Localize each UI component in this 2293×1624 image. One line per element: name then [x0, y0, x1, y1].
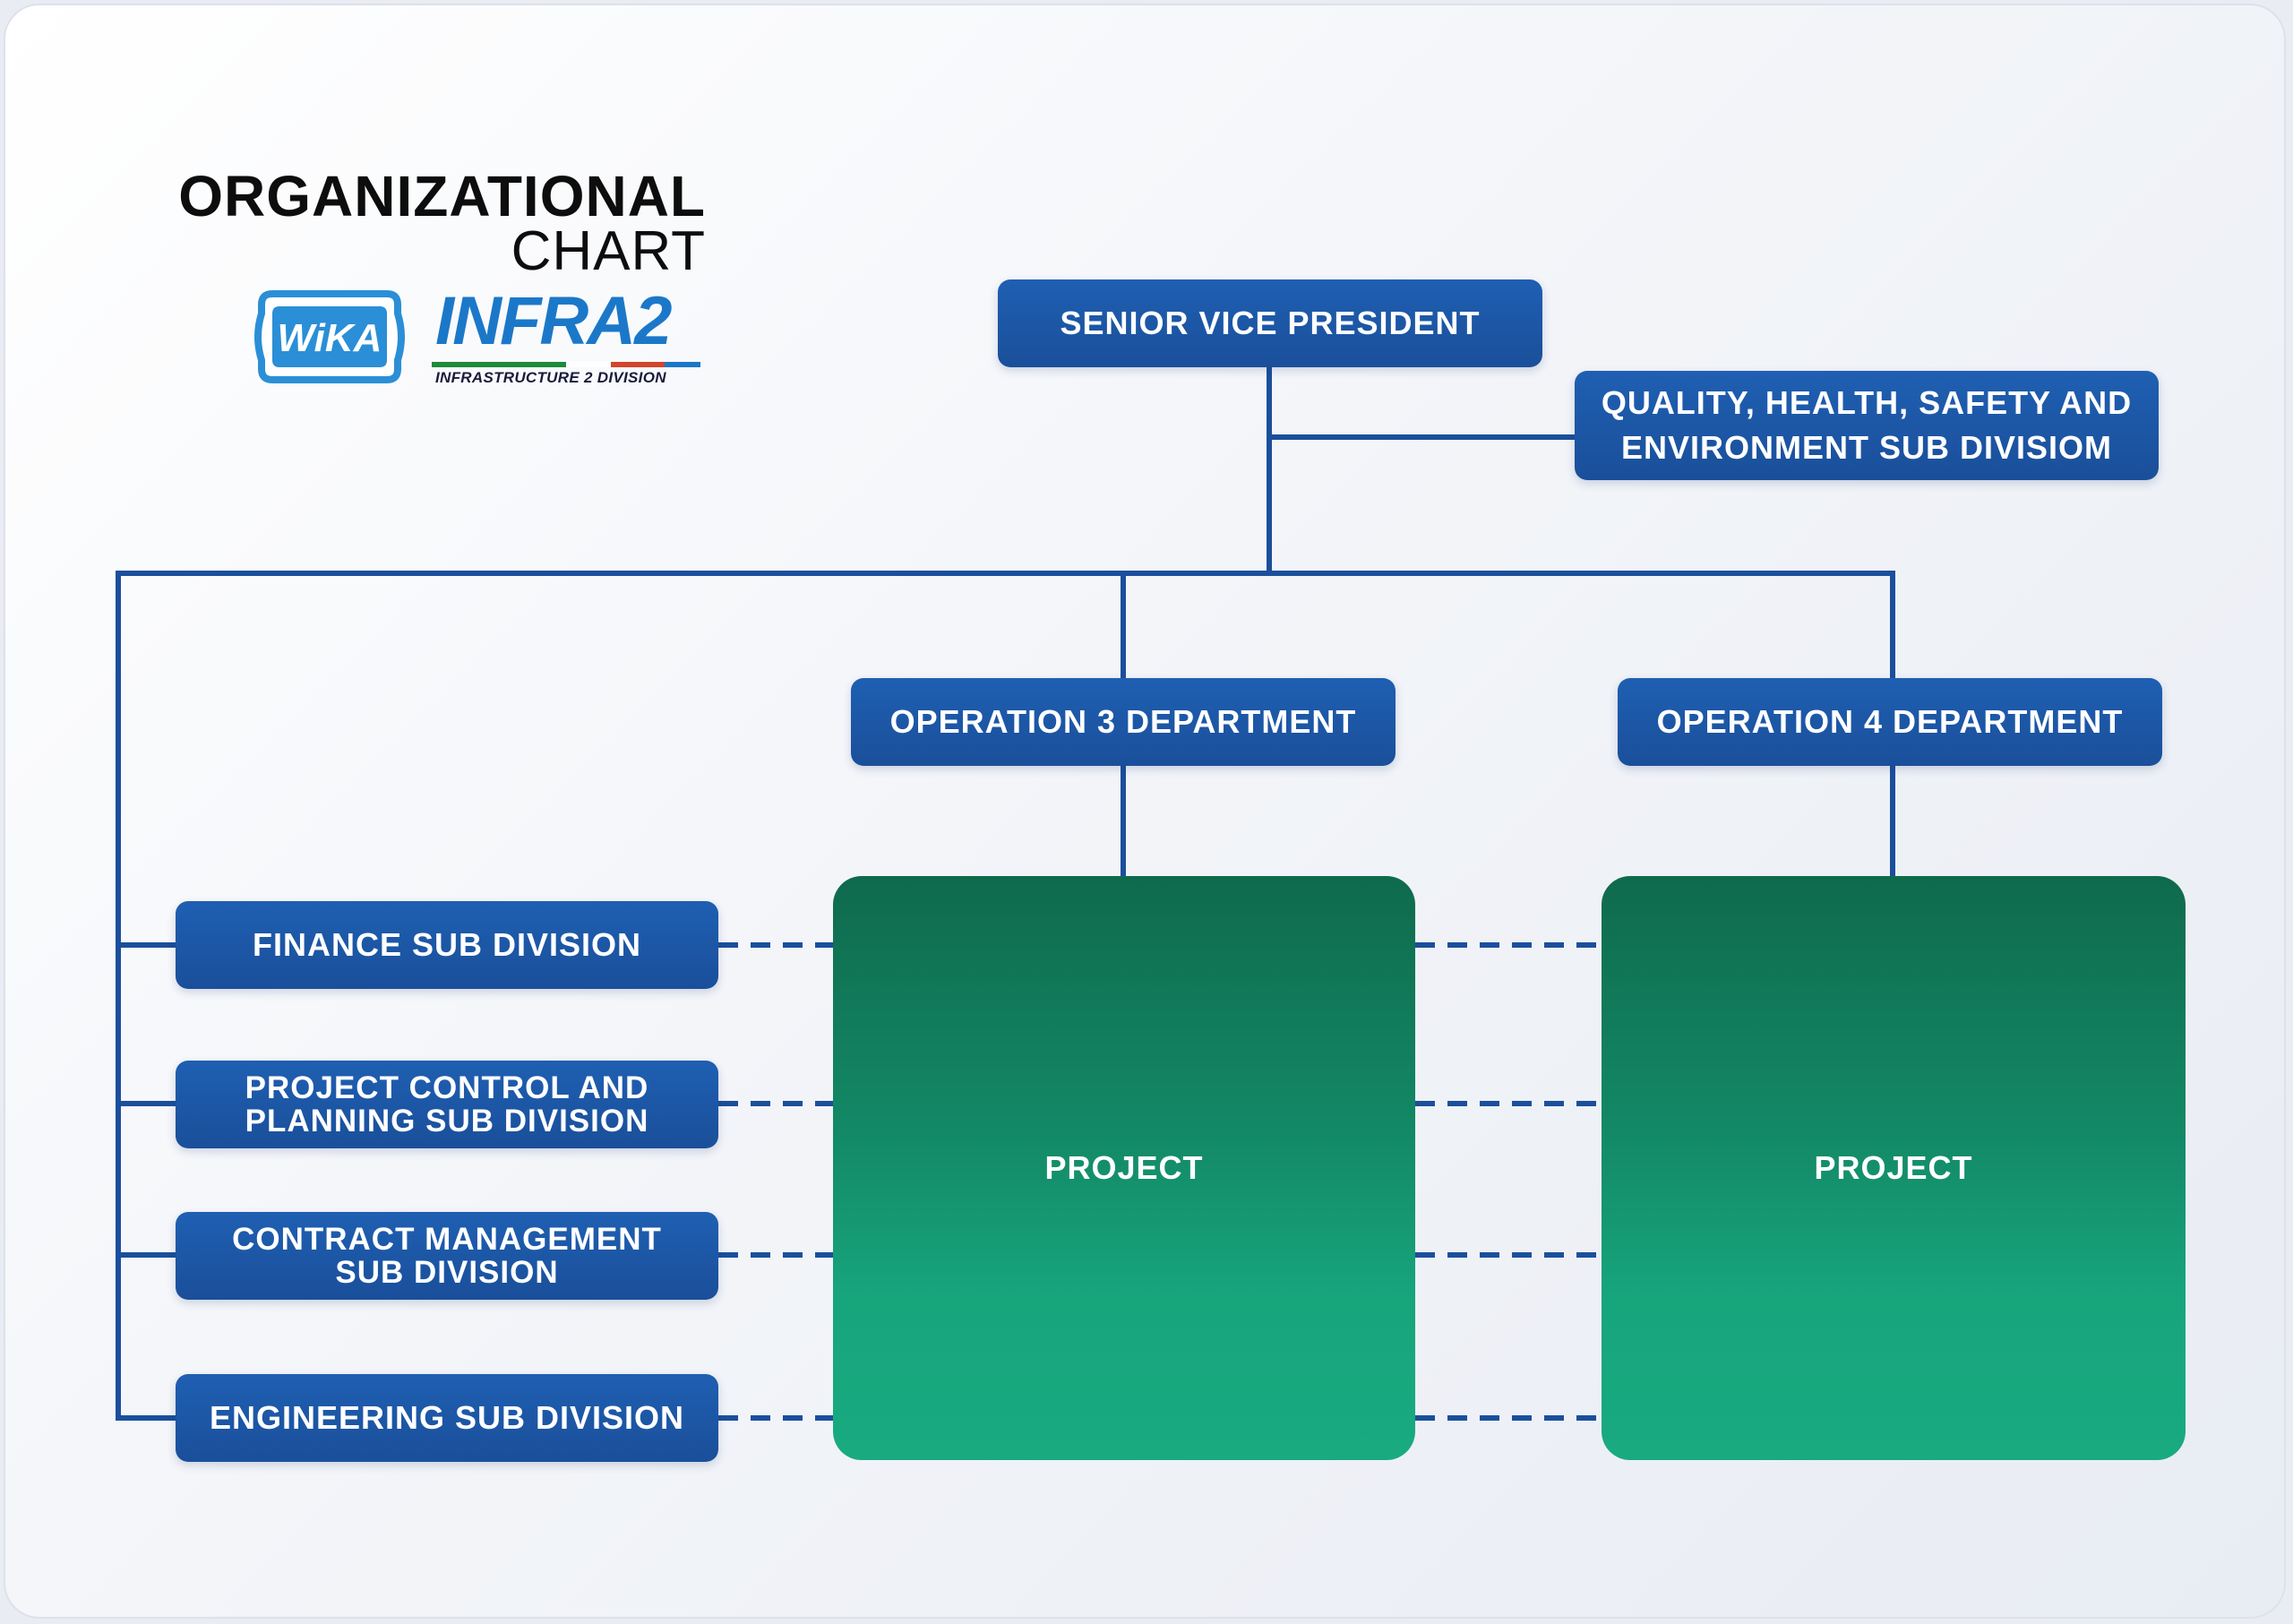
node-label: FINANCE SUB DIVISION	[252, 926, 642, 963]
node-qhse-sub-division: QUALITY, HEALTH, SAFETY AND ENVIRONMENT …	[1575, 371, 2159, 480]
node-contract-management: CONTRACT MANAGEMENT SUB DIVISION	[176, 1212, 718, 1300]
node-label: ENGINEERING SUB DIVISION	[209, 1399, 685, 1436]
connector-lines	[116, 365, 1895, 1421]
project-label: PROJECT	[1814, 1149, 1973, 1186]
wika-logo: WiKA	[254, 287, 405, 391]
svg-text:WiKA: WiKA	[278, 316, 382, 360]
node-operation-3-department: OPERATION 3 DEPARTMENT	[851, 678, 1396, 766]
node-project-1: PROJECT	[833, 876, 1415, 1460]
node-engineering-sub-division: ENGINEERING SUB DIVISION	[176, 1374, 718, 1462]
project-label: PROJECT	[1044, 1149, 1204, 1186]
node-label: OPERATION 3 DEPARTMENT	[889, 703, 1357, 740]
node-project-2: PROJECT	[1602, 876, 2186, 1460]
node-finance-sub-division: FINANCE SUB DIVISION	[176, 901, 718, 989]
node-label: OPERATION 4 DEPARTMENT	[1656, 703, 2124, 740]
chart-title: ORGANIZATIONAL	[178, 164, 706, 228]
node-senior-vice-president: SENIOR VICE PRESIDENT	[998, 279, 1542, 367]
node-label: PROJECT CONTROL AND PLANNING SUB DIVISIO…	[245, 1070, 649, 1139]
node-label: QUALITY, HEALTH, SAFETY AND ENVIRONMENT …	[1601, 384, 2133, 466]
chart-subtitle: CHART	[511, 220, 706, 282]
infra2-wordmark: INFRA2	[435, 283, 672, 359]
infra2-logo: INFRA2 INFRASTRUCTURE 2 DIVISION	[428, 283, 715, 396]
chart-card: ORGANIZATIONAL CHART WiKA INFRA2 INFRAST…	[4, 4, 2286, 1619]
node-operation-4-department: OPERATION 4 DEPARTMENT	[1618, 678, 2162, 766]
node-label: CONTRACT MANAGEMENT SUB DIVISION	[232, 1222, 662, 1290]
node-label: SENIOR VICE PRESIDENT	[1060, 305, 1481, 341]
node-project-control-planning: PROJECT CONTROL AND PLANNING SUB DIVISIO…	[176, 1061, 718, 1148]
infra2-subtitle: INFRASTRUCTURE 2 DIVISION	[435, 369, 666, 386]
